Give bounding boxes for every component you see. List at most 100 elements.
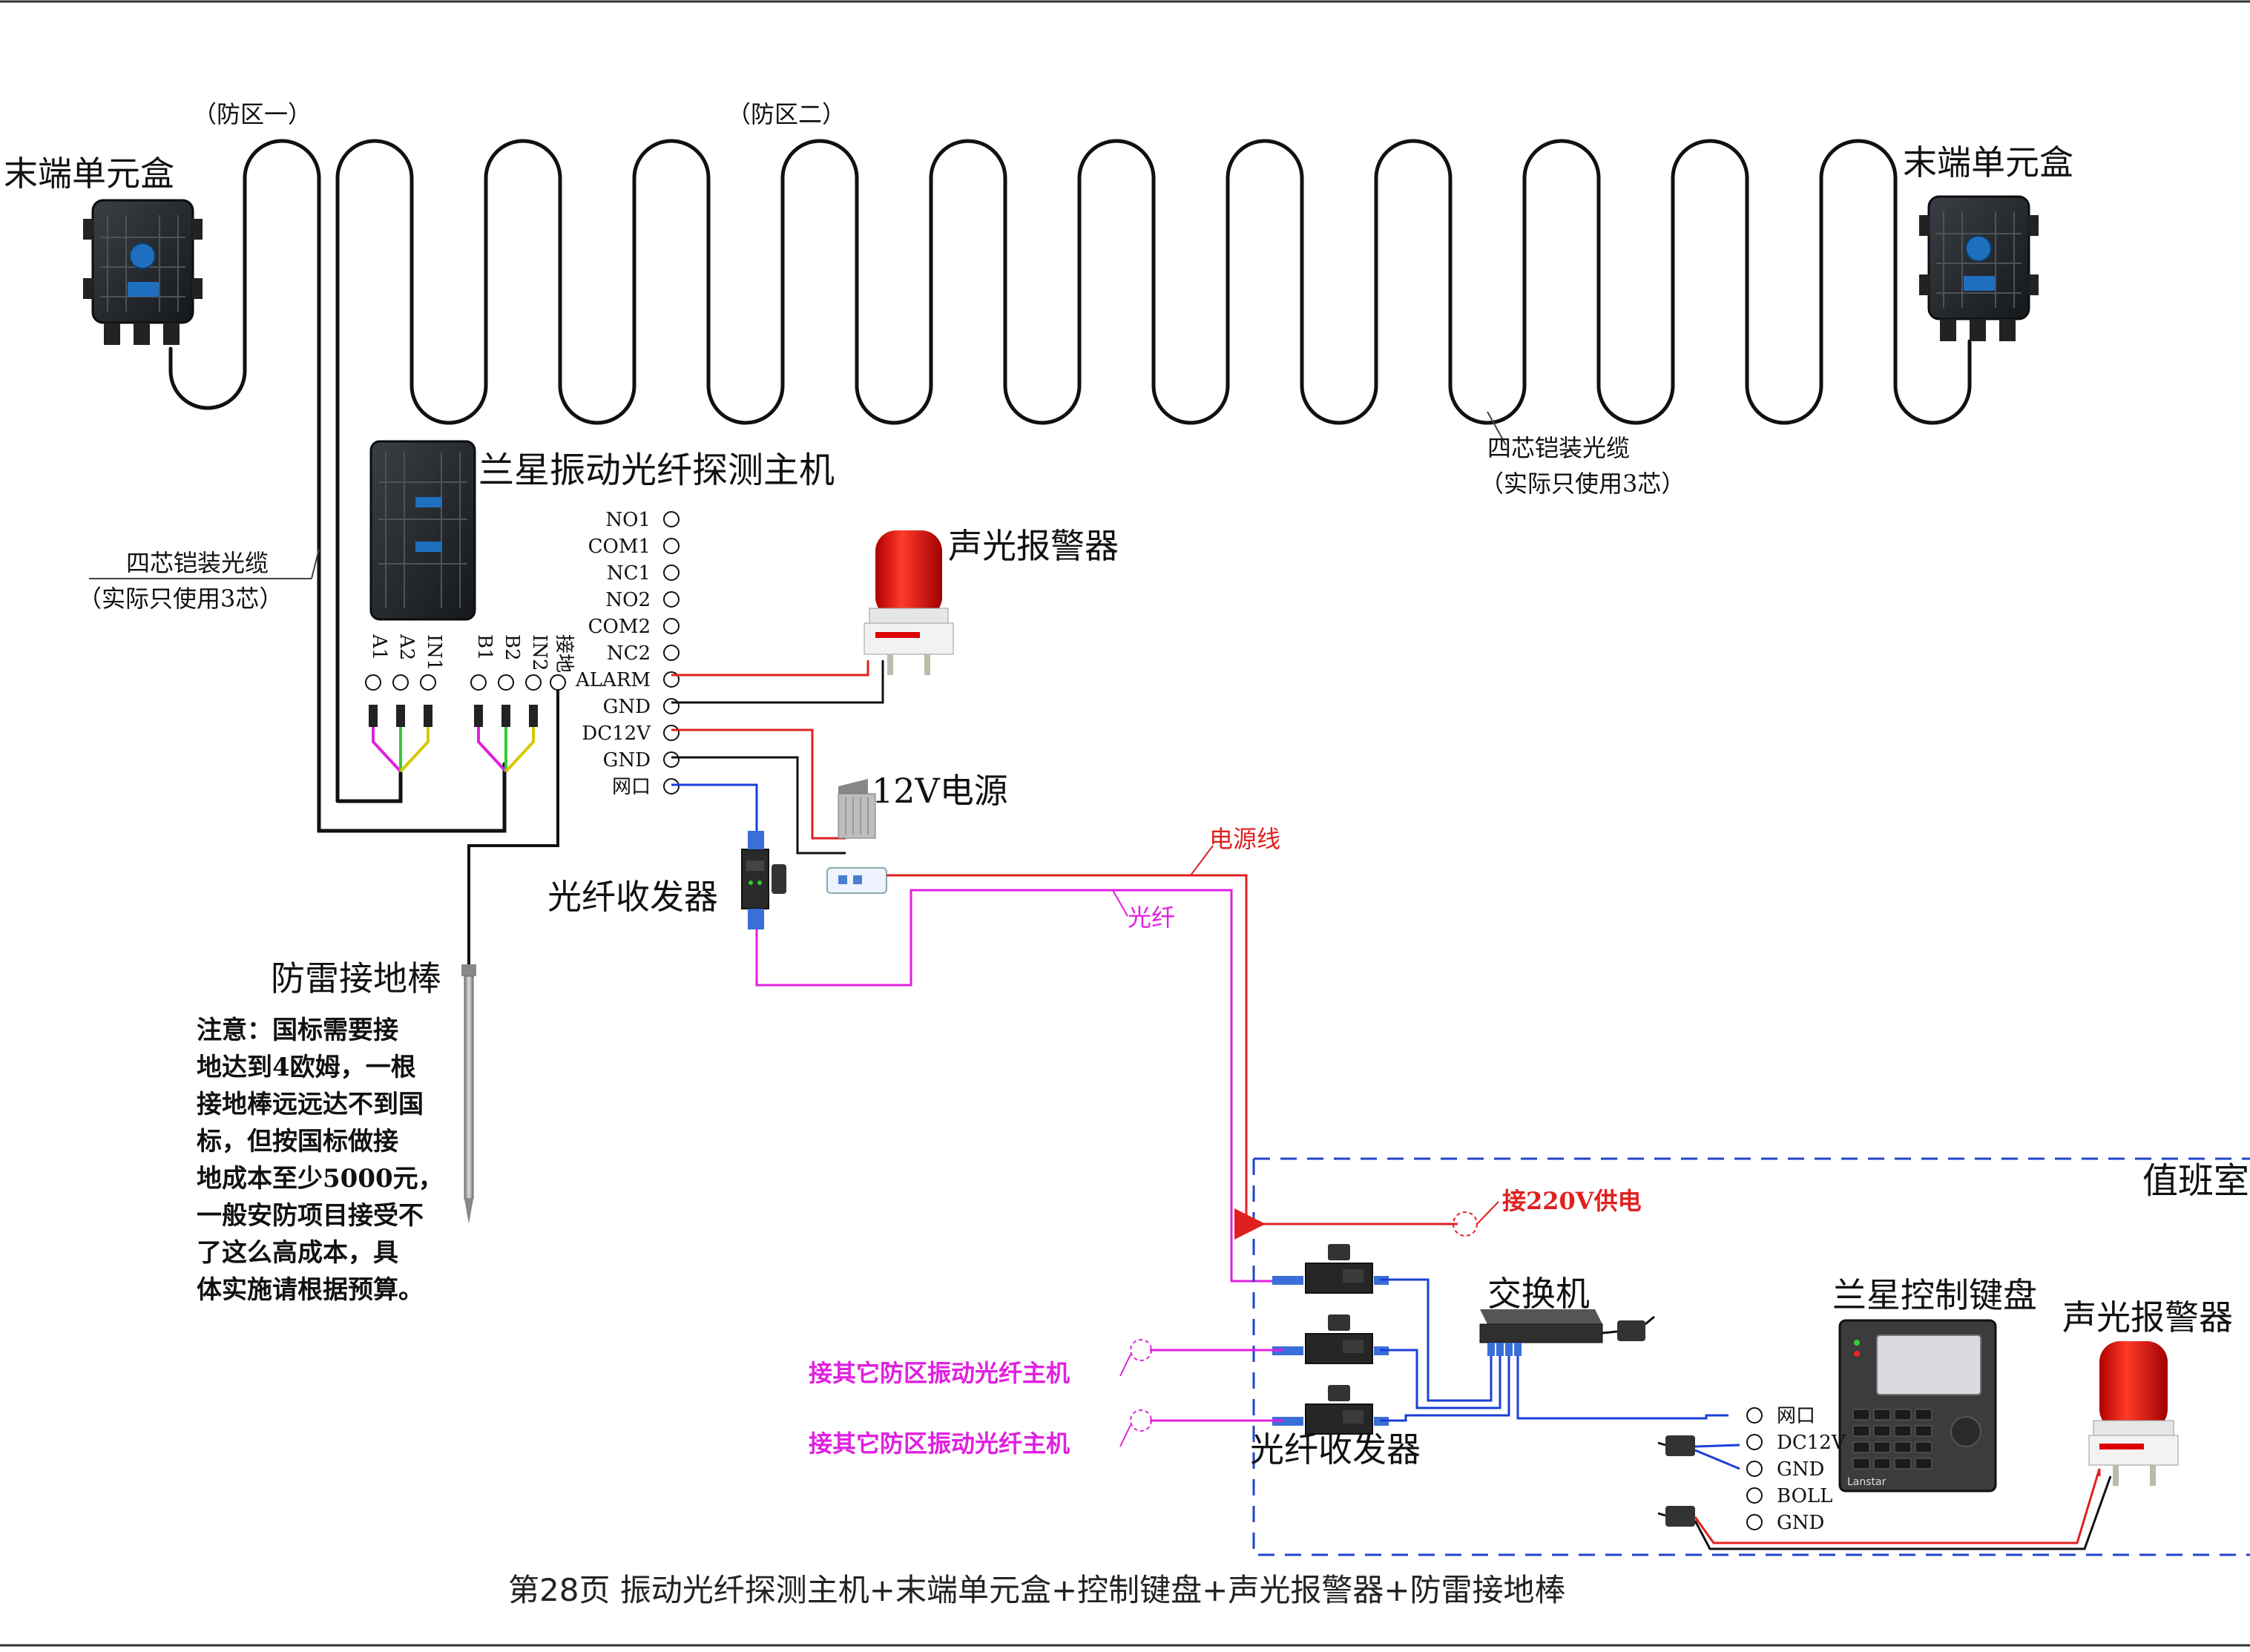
keyboard-key — [1894, 1409, 1912, 1421]
network-switch — [1479, 1309, 1655, 1356]
ac-supply-leader — [1476, 1201, 1499, 1225]
grounding-note: 注意：国标需要接地达到4欧姆，一根接地棒远远达不到国标，但按国标做接地成本至少5… — [197, 1016, 444, 1305]
keyboard-label: 兰星控制键盘 — [1832, 1275, 2037, 1315]
probe-connectors — [369, 705, 538, 727]
host-port-terminal — [392, 674, 409, 691]
keyboard-key — [1894, 1425, 1912, 1437]
page-caption: 第28页 振动光纤探测主机+末端单元盒+控制键盘+声光报警器+防雷接地棒 — [508, 1572, 1566, 1608]
keyboard-key — [1852, 1458, 1870, 1470]
host-terminal-screw — [663, 618, 680, 634]
control-keyboard: Lanstar — [1838, 1319, 1997, 1493]
probe-wires — [372, 723, 535, 773]
host-terminal-screw — [663, 778, 680, 794]
host-port-terminal — [365, 674, 381, 691]
host-terminal-screw — [663, 725, 680, 741]
ground-rod-label: 防雷接地棒 — [271, 958, 441, 998]
keyboard-key — [1915, 1425, 1932, 1437]
network-wire-top — [671, 783, 758, 831]
host-terminal-screw — [663, 698, 680, 714]
fiber-transceiver-unit — [1272, 1385, 1389, 1435]
host-terminal-screw — [663, 751, 680, 768]
host-port-terminal — [525, 674, 542, 691]
host-terminal-label: NO1 — [605, 509, 651, 531]
keyboard-terminal-label: GND — [1777, 1512, 1824, 1534]
other-zone-2-leader — [1119, 1424, 1131, 1447]
keyboard-key — [1894, 1458, 1912, 1470]
end-unit-box-right — [1919, 195, 2039, 341]
host-port-terminal — [420, 674, 436, 691]
alarm-top-device — [864, 530, 954, 675]
ac-supply-label: 接220V供电 — [1502, 1187, 1642, 1215]
switch-label: 交换机 — [1487, 1274, 1590, 1314]
host-port-terminal — [498, 674, 514, 691]
host-terminal-label: NC1 — [607, 562, 651, 585]
zone2-label: （防区二） — [727, 100, 846, 128]
host-port-label: 接地 — [553, 634, 575, 673]
keyboard-key — [1873, 1425, 1891, 1437]
keyboard-key — [1915, 1409, 1932, 1421]
other-zone-fiber-1-circle — [1130, 1339, 1152, 1361]
power-supply-device — [838, 779, 876, 839]
fiber-line — [755, 889, 1295, 1283]
host-port-terminal — [470, 674, 487, 691]
dc-gnd-wire — [671, 756, 846, 855]
alarm-bottom-device — [2088, 1341, 2179, 1486]
other-zone-label-1: 接其它防区振动光纤主机 — [809, 1359, 1070, 1387]
cable-right-line1: 四芯铠装光缆 — [1487, 434, 1630, 462]
keyboard-terminal-screw — [1746, 1434, 1763, 1450]
keyboard-power-adapter-1 — [1657, 1435, 1695, 1456]
keyboard-brand-text: Lanstar — [1847, 1476, 1886, 1488]
keyboard-power-adapter-2 — [1657, 1506, 1695, 1527]
host-terminal-label: 网口 — [612, 776, 651, 798]
keyboard-terminal-screw — [1746, 1461, 1763, 1477]
host-terminal-label: GND — [603, 696, 651, 718]
keyboard-key — [1852, 1409, 1870, 1421]
cable-leader-left-tick — [311, 548, 320, 579]
switch-network-wires — [1380, 1278, 1728, 1422]
end-box-right-label: 末端单元盒 — [1903, 142, 2073, 182]
keyboard-key — [1915, 1458, 1932, 1470]
other-zone-1-leader — [1119, 1354, 1131, 1377]
host-terminal-screw — [663, 645, 680, 661]
end-box-left-label: 末端单元盒 — [4, 154, 174, 194]
keyboard-key — [1873, 1409, 1891, 1421]
keyboard-terminal-label: DC12V — [1777, 1432, 1846, 1454]
host-port-terminal — [550, 674, 566, 691]
zone1-label: （防区一） — [193, 100, 312, 128]
serpentine-fiber-cable — [168, 139, 1972, 833]
fiber-transceiver-unit — [1272, 1244, 1389, 1294]
note-line: 体实施请根据预算。 — [197, 1275, 424, 1305]
alarm-top-label: 声光报警器 — [948, 526, 1119, 566]
keyboard-terminal-screw — [1746, 1487, 1763, 1504]
keyboard-key — [1873, 1458, 1891, 1470]
power-line-label: 电源线 — [1209, 825, 1280, 853]
psu-label: 12V电源 — [872, 771, 1008, 811]
host-port-label: B2 — [501, 634, 523, 661]
dc12v-wire — [671, 728, 846, 840]
host-title: 兰星振动光纤探测主机 — [478, 450, 835, 491]
keyboard-terminal-label: GND — [1777, 1458, 1824, 1481]
fiber-line-leader — [1112, 889, 1128, 917]
note-line: 接地棒远远达不到国 — [197, 1090, 424, 1119]
note-line: 地成本至少5000元， — [197, 1164, 444, 1194]
host-terminal-screw — [663, 565, 680, 581]
vibration-host-device — [369, 440, 476, 621]
host-terminal-label: GND — [603, 749, 651, 771]
keyboard-key — [1894, 1441, 1912, 1453]
host-terminal-label: DC12V — [582, 723, 651, 745]
host-port-label: A2 — [395, 634, 418, 660]
power-line — [886, 874, 1248, 1224]
host-terminal-label: COM2 — [588, 616, 651, 638]
kb-alarm-wire-black — [1694, 1475, 2112, 1550]
keyboard-keys — [1852, 1409, 1932, 1470]
keyboard-key — [1852, 1441, 1870, 1453]
host-port-label: B1 — [473, 634, 496, 661]
cable-leader-right — [1487, 411, 1507, 446]
keyboard-key — [1852, 1425, 1870, 1437]
cable-left-line2: （实际只使用3芯） — [78, 585, 283, 613]
note-line: 一般安防项目接受不 — [197, 1201, 424, 1231]
